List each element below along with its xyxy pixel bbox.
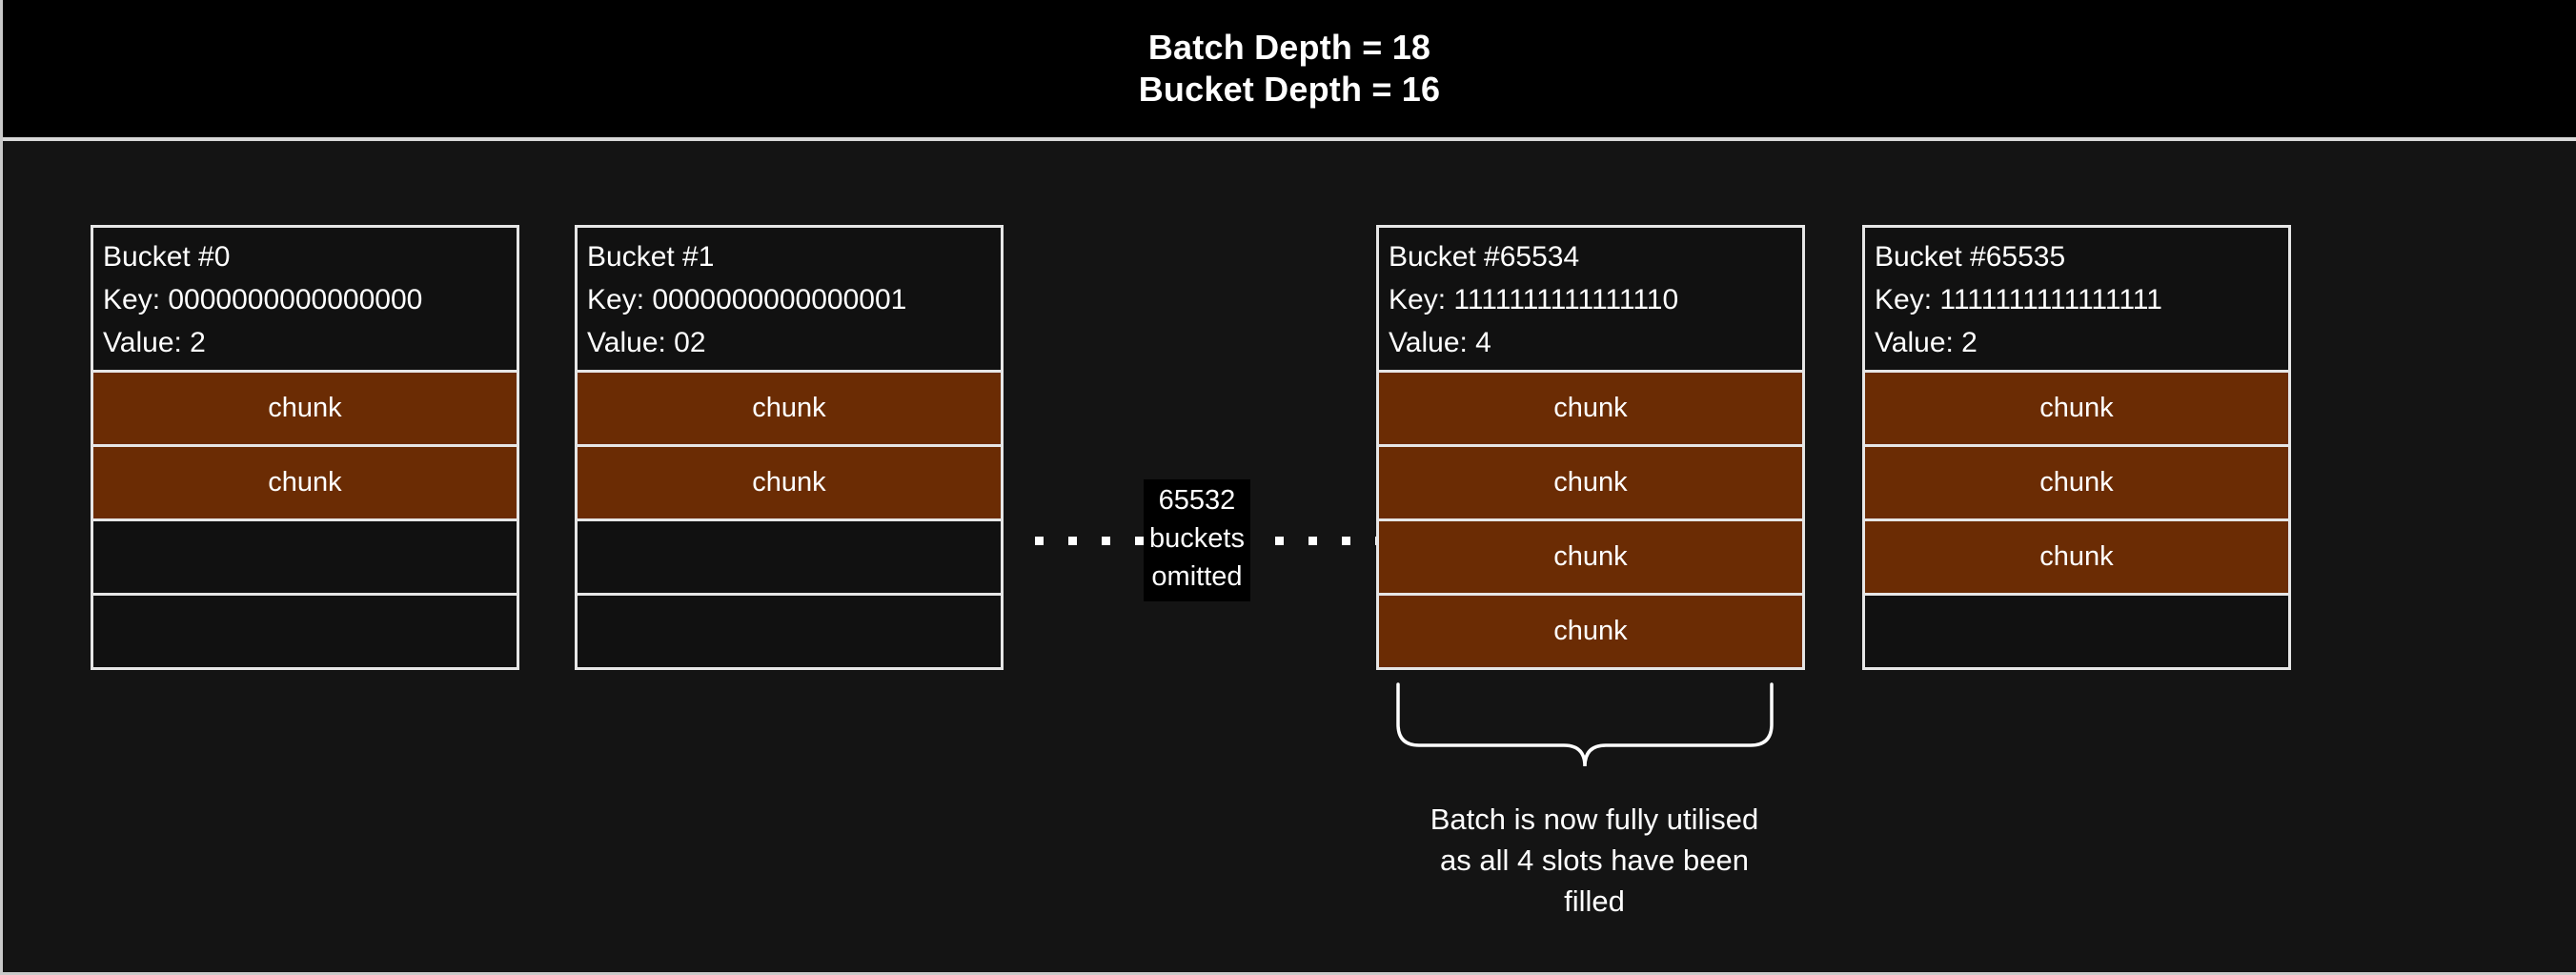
bucket-0-slot-2[interactable] (91, 521, 519, 596)
bucket-1[interactable]: Bucket #1 Key: 0000000000000001 Value: 0… (575, 225, 1004, 670)
batch-utilisation-caption: Batch is now fully utilised as all 4 slo… (1328, 799, 1861, 922)
bucket-1-header: Bucket #1 Key: 0000000000000001 Value: 0… (575, 225, 1004, 373)
bucket-0-slots: chunk chunk (91, 373, 519, 670)
bucket-65534-key: Key: 1111111111111110 (1389, 284, 1679, 315)
batch-depth-label: Batch Depth = 18 (1147, 28, 1431, 67)
bucket-65535-slots: chunk chunk chunk (1862, 373, 2291, 670)
chunk-label: chunk (1553, 541, 1628, 572)
dot-icon (1341, 536, 1350, 545)
chunk-label: chunk (268, 393, 342, 423)
chunk-label: chunk (1553, 616, 1628, 646)
bucket-65534-slot-3[interactable]: chunk (1376, 596, 1805, 670)
caption-line-2: as all 4 slots have been (1440, 843, 1749, 877)
bucket-65535-slot-1[interactable]: chunk (1862, 447, 2291, 521)
caption-line-1: Batch is now fully utilised (1430, 802, 1759, 836)
bucket-65535-slot-3[interactable] (1862, 596, 2291, 670)
chunk-label: chunk (268, 467, 342, 498)
chunk-label: chunk (1553, 393, 1628, 423)
bucket-1-slot-0[interactable]: chunk (575, 373, 1004, 447)
dot-icon (1308, 536, 1317, 545)
omitted-word: omitted (1151, 561, 1243, 592)
omitted-buckets-marker: 65532 buckets omitted (1035, 479, 1384, 601)
bucket-65534-slot-2[interactable]: chunk (1376, 521, 1805, 596)
bucket-0-slot-0[interactable]: chunk (91, 373, 519, 447)
bucket-65534-value: Value: 4 (1389, 327, 1491, 358)
bucket-1-slots: chunk chunk (575, 373, 1004, 670)
bucket-1-slot-2[interactable] (575, 521, 1004, 596)
bucket-65535-key: Key: 1111111111111111 (1875, 284, 2162, 315)
bucket-65535-title: Bucket #65535 (1875, 241, 2066, 273)
bucket-1-slot-3[interactable] (575, 596, 1004, 670)
bucket-65534-header: Bucket #65534 Key: 1111111111111110 Valu… (1376, 225, 1805, 373)
bucket-0-slot-1[interactable]: chunk (91, 447, 519, 521)
bucket-65535-value: Value: 2 (1875, 327, 1978, 358)
dot-icon (1274, 536, 1284, 545)
bucket-0-slot-3[interactable] (91, 596, 519, 670)
bucket-0-title: Bucket #0 (103, 241, 231, 273)
omitted-count: 65532 (1158, 485, 1236, 516)
dot-icon (1035, 536, 1044, 545)
dot-icon (1068, 536, 1077, 545)
bucket-65534-title: Bucket #65534 (1389, 241, 1580, 273)
bucket-0-header: Bucket #0 Key: 0000000000000000 Value: 2 (91, 225, 519, 373)
dot-icon (1102, 536, 1110, 545)
bucket-0[interactable]: Bucket #0 Key: 0000000000000000 Value: 2… (91, 225, 519, 670)
bucket-65534-slots: chunk chunk chunk chunk (1376, 373, 1805, 670)
brace-icon (1396, 682, 1774, 767)
bucket-65534[interactable]: Bucket #65534 Key: 1111111111111110 Valu… (1376, 225, 1805, 670)
chunk-label: chunk (2039, 467, 2114, 498)
omitted-unit: buckets (1149, 523, 1245, 554)
dots-right (1274, 536, 1384, 545)
omitted-label-box: 65532 buckets omitted (1144, 479, 1250, 601)
bucket-0-key: Key: 0000000000000000 (103, 284, 423, 315)
bucket-1-key: Key: 0000000000000001 (587, 284, 907, 315)
chunk-label: chunk (752, 467, 826, 498)
chunk-label: chunk (1553, 467, 1628, 498)
bucket-depth-label: Bucket Depth = 16 (1138, 70, 1441, 109)
chunk-label: chunk (2039, 541, 2114, 572)
dots-left (1035, 536, 1144, 545)
bucket-65535[interactable]: Bucket #65535 Key: 1111111111111111 Valu… (1862, 225, 2291, 670)
chunk-label: chunk (752, 393, 826, 423)
bucket-1-slot-1[interactable]: chunk (575, 447, 1004, 521)
chunk-label: chunk (2039, 393, 2114, 423)
caption-line-3: filled (1564, 884, 1625, 918)
bucket-1-value: Value: 02 (587, 327, 706, 358)
dot-icon (1135, 536, 1144, 545)
bucket-65534-slot-1[interactable]: chunk (1376, 447, 1805, 521)
bucket-65535-header: Bucket #65535 Key: 1111111111111111 Valu… (1862, 225, 2291, 373)
bucket-65534-slot-0[interactable]: chunk (1376, 373, 1805, 447)
bucket-0-value: Value: 2 (103, 327, 206, 358)
diagram-canvas: Bucket #0 Key: 0000000000000000 Value: 2… (3, 141, 2576, 972)
bucket-1-title: Bucket #1 (587, 241, 715, 273)
bucket-65535-slot-2[interactable]: chunk (1862, 521, 2291, 596)
diagram-header: Batch Depth = 18 Bucket Depth = 16 (3, 0, 2576, 141)
bucket-65535-slot-0[interactable]: chunk (1862, 373, 2291, 447)
